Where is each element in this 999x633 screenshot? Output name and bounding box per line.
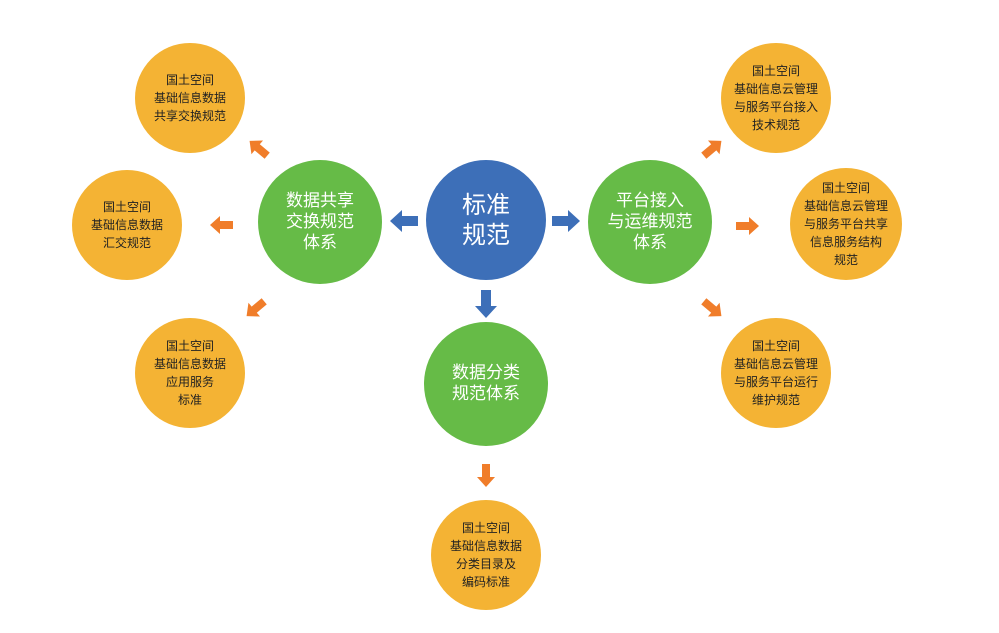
arrow-shape bbox=[477, 464, 495, 487]
leaf-node-label: 国土空间 基础信息云管理 与服务平台接入 技术规范 bbox=[733, 64, 818, 132]
leaf-node-classification-catalog: 国土空间 基础信息数据 分类目录及 编码标准 bbox=[431, 500, 541, 610]
center-node-label: 标准 规范 bbox=[462, 191, 510, 249]
leaf-node-application-service: 国土空间 基础信息数据 应用服务 标准 bbox=[135, 318, 245, 428]
arrow-center-to-right bbox=[552, 210, 580, 232]
arrow-right-to-leaf-1 bbox=[701, 140, 722, 159]
arrow-shape bbox=[390, 210, 418, 232]
leaf-node-label: 国土空间 基础信息数据 共享交换规范 bbox=[153, 73, 226, 123]
center-node: 标准 规范 bbox=[426, 160, 546, 280]
leaf-node-operation-maintenance: 国土空间 基础信息云管理 与服务平台运行 维护规范 bbox=[721, 318, 831, 428]
branch-node-label: 平台接入 与运维规范 体系 bbox=[607, 190, 693, 253]
arrow-right-to-leaf-2 bbox=[736, 217, 759, 235]
arrow-shape bbox=[701, 140, 722, 159]
leaf-node-sharing-exchange: 国土空间 基础信息数据 共享交换规范 bbox=[135, 43, 245, 153]
branch-node-label: 数据共享 交换规范 体系 bbox=[286, 190, 354, 253]
leaf-node-access-technical: 国土空间 基础信息云管理 与服务平台接入 技术规范 bbox=[721, 43, 831, 153]
arrow-shape bbox=[701, 298, 722, 317]
branch-node-label: 数据分类 规范体系 bbox=[452, 363, 520, 404]
arrow-right-to-leaf-3 bbox=[701, 298, 722, 317]
arrow-left-to-leaf-2 bbox=[210, 216, 233, 234]
arrow-left-to-leaf-3 bbox=[246, 298, 267, 317]
arrow-shape bbox=[249, 140, 270, 159]
arrow-shape bbox=[475, 290, 497, 318]
leaf-node-shared-info-structure: 国土空间 基础信息云管理 与服务平台共享 信息服务结构 规范 bbox=[790, 168, 902, 280]
arrow-shape bbox=[736, 217, 759, 235]
arrow-center-to-left bbox=[390, 210, 418, 232]
arrow-center-to-bottom bbox=[475, 290, 497, 318]
leaf-node-label: 国土空间 基础信息数据 应用服务 标准 bbox=[153, 339, 226, 407]
leaf-node-label: 国土空间 基础信息云管理 与服务平台运行 维护规范 bbox=[733, 339, 818, 407]
branch-node-platform-access: 平台接入 与运维规范 体系 bbox=[588, 160, 712, 284]
arrow-shape bbox=[210, 216, 233, 234]
arrow-left-to-leaf-1 bbox=[249, 140, 270, 159]
leaf-node-label: 国土空间 基础信息云管理 与服务平台共享 信息服务结构 规范 bbox=[803, 181, 888, 267]
arrow-shape bbox=[246, 298, 267, 317]
branch-node-data-sharing: 数据共享 交换规范 体系 bbox=[258, 160, 382, 284]
arrow-shape bbox=[552, 210, 580, 232]
leaf-node-label: 国土空间 基础信息数据 汇交规范 bbox=[90, 200, 163, 250]
branch-node-data-classification: 数据分类 规范体系 bbox=[424, 322, 548, 446]
arrow-bottom-to-leaf-1 bbox=[477, 464, 495, 487]
leaf-node-label: 国土空间 基础信息数据 分类目录及 编码标准 bbox=[449, 521, 522, 589]
leaf-node-submission: 国土空间 基础信息数据 汇交规范 bbox=[72, 170, 182, 280]
